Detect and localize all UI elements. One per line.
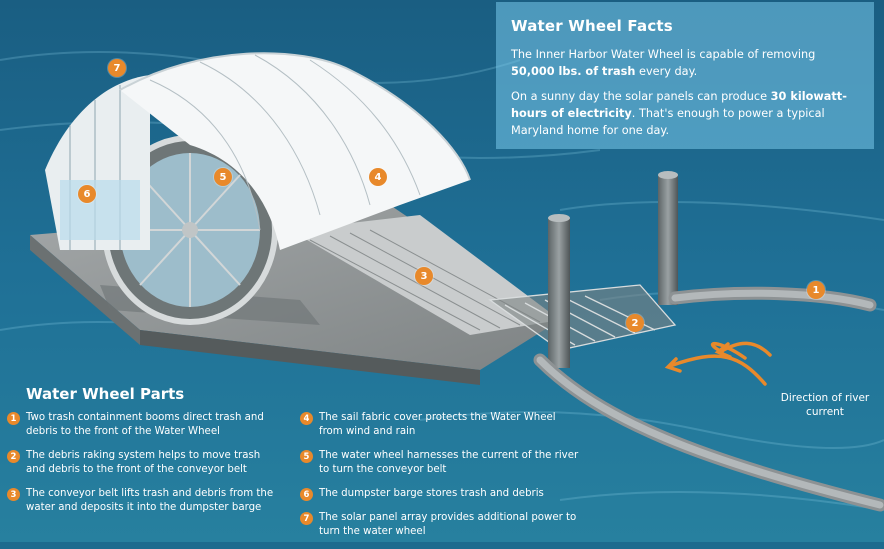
part-description: The sail fabric cover protects the Water… (319, 412, 556, 437)
part-description: The water wheel harnesses the current of… (319, 450, 579, 475)
part-item: 4 The sail fabric cover protects the Wat… (300, 411, 580, 439)
callout-1: 1 (807, 281, 825, 299)
part-number-badge: 6 (300, 488, 313, 501)
part-item: 6 The dumpster barge stores trash and de… (300, 487, 580, 501)
part-item: 1 Two trash containment booms direct tra… (7, 411, 277, 439)
facts-title: Water Wheel Facts (511, 17, 673, 35)
part-item: 2 The debris raking system helps to move… (7, 449, 277, 477)
part-item: 3 The conveyor belt lifts trash and debr… (7, 487, 277, 515)
part-number-badge: 3 (7, 488, 20, 501)
callout-7: 7 (108, 59, 126, 77)
callout-3: 3 (415, 267, 433, 285)
part-description: The conveyor belt lifts trash and debris… (26, 488, 274, 513)
part-description: The debris raking system helps to move t… (26, 450, 261, 475)
callout-4: 4 (369, 168, 387, 186)
facts-paragraph-1: The Inner Harbor Water Wheel is capable … (511, 48, 816, 78)
water-wheel-facts-box: Water Wheel Facts The Inner Harbor Water… (496, 2, 874, 149)
facts-paragraph-2: On a sunny day the solar panels can prod… (511, 90, 847, 137)
part-description: The dumpster barge stores trash and debr… (319, 488, 544, 499)
solar-panel-array (45, 75, 150, 250)
sail-fabric-cover (119, 52, 471, 251)
parts-title: Water Wheel Parts (26, 385, 185, 403)
part-number-badge: 4 (300, 412, 313, 425)
river-current-arrows (664, 341, 772, 386)
part-item: 5 The water wheel harnesses the current … (300, 449, 580, 477)
piling-posts (548, 171, 678, 368)
trash-containment-booms (533, 286, 884, 512)
part-number-badge: 7 (300, 512, 313, 525)
part-number-badge: 1 (7, 412, 20, 425)
direction-label: Direction of river current (780, 392, 870, 418)
part-description: Two trash containment booms direct trash… (26, 412, 264, 437)
callout-2: 2 (626, 314, 644, 332)
parts-list-left: 1 Two trash containment booms direct tra… (7, 411, 277, 525)
callout-6: 6 (78, 185, 96, 203)
part-item: 7 The solar panel array provides additio… (300, 511, 580, 539)
parts-list-right: 4 The sail fabric cover protects the Wat… (300, 411, 580, 549)
part-number-badge: 5 (300, 450, 313, 463)
part-number-badge: 2 (7, 450, 20, 463)
callout-5: 5 (214, 168, 232, 186)
part-description: The solar panel array provides additiona… (319, 512, 577, 537)
